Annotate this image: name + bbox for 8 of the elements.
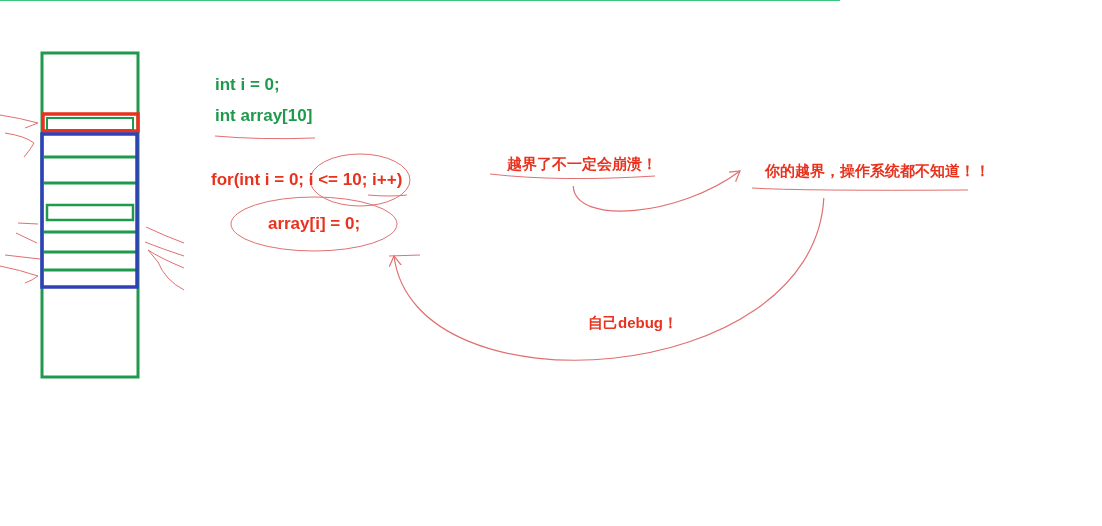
code-line: int i = 0; [215,75,280,95]
circled-code-line: array[i] = 0; [267,214,361,234]
curved-arrow [572,170,741,212]
note-text: 你的越界，操作系统都不知道！！ [764,161,990,181]
code-line: int array[10] [215,106,313,126]
curved-arrow [391,197,825,361]
note-text: 越界了不一定会崩溃！ [507,154,657,174]
code-line: for(int i = 0; i <= 10; i++) [211,170,403,190]
